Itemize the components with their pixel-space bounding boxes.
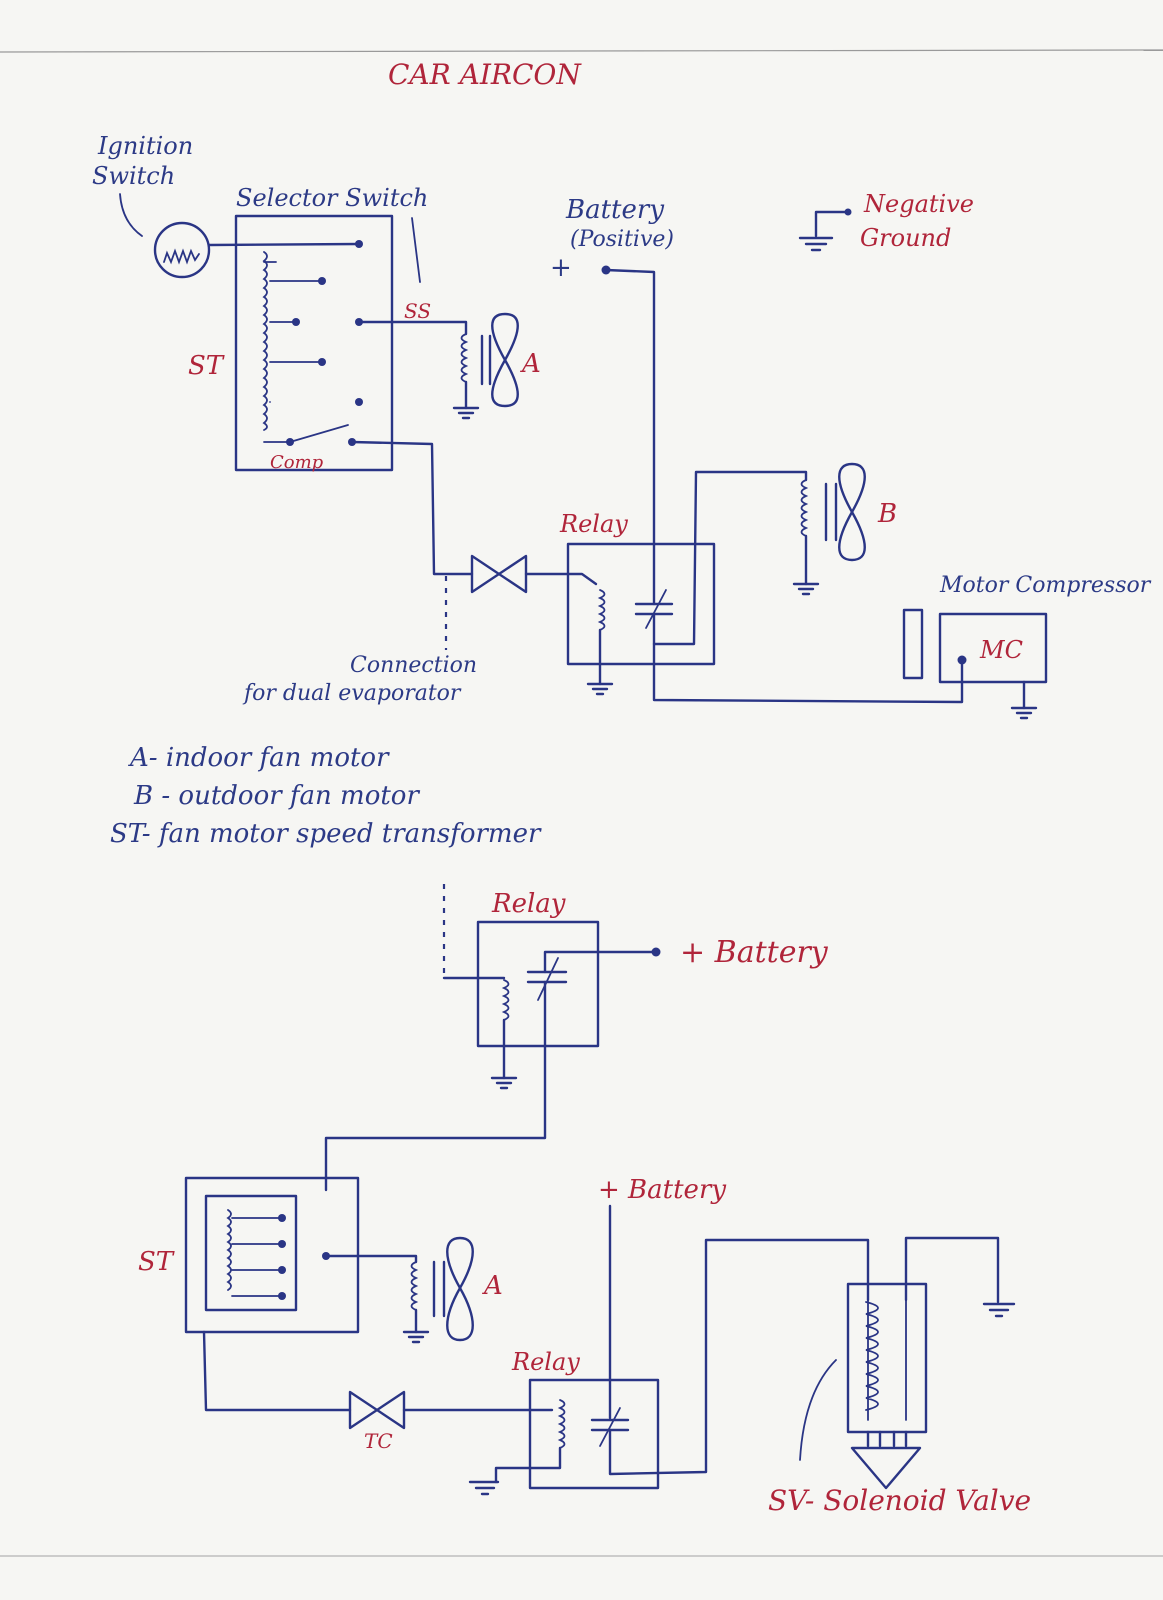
ignition-label-line2: Switch [92,162,175,190]
solenoid-valve-body [846,1282,928,1434]
sv-label: SV- Solenoid Valve [768,1484,1031,1517]
relay-box-upper [476,920,600,1048]
mc-label: MC [979,636,1023,664]
negative-ground-line2: Ground [860,224,951,252]
relay-contact-lower [590,1238,870,1476]
sv-leader-line [799,1359,837,1461]
thermostat-valve-icon-top [470,554,528,594]
relay-to-fan-b-wire [652,470,808,646]
compressor-clutch-icon [902,608,924,680]
fan-a-label-bottom: A [482,1271,503,1301]
st-label-bottom: ST [138,1247,175,1277]
legend-item-st: ST- fan motor speed transformer [110,819,542,849]
relay-contact-upper [526,950,658,1001]
st-to-fan-a-wire [324,1254,418,1264]
relay-box-top [566,542,716,666]
fan-motor-b-icon [792,462,866,596]
solenoid-to-ground-wire [904,1236,1000,1304]
page-top-edge [0,49,1163,53]
fan-a-label-top: A [520,349,541,379]
relay-box-lower [528,1378,660,1490]
selector-contacts [286,240,363,446]
battery-label-line2: (Positive) [570,227,674,252]
ss-label: SS [404,299,431,323]
valve-to-relay-wire [524,572,598,586]
legend-item-b: B - outdoor fan motor [133,781,420,811]
relay-label-top: Relay [559,510,628,538]
ground-icon-fan-a [452,380,480,420]
ground-icon-compressor [1010,680,1038,720]
relay-label-upper: Relay [491,889,566,919]
dual-evap-label-line1: Connection [350,653,477,678]
tc-label: TC [364,1429,393,1453]
speed-transformer-coil [262,251,323,443]
negative-ground-line1: Negative [863,190,974,218]
battery-to-relay-wire [604,268,656,606]
motor-compressor-box [938,612,1048,684]
relay-coil-lower [468,1399,566,1496]
st-label-top: ST [188,351,225,381]
battery-label-mid: + Battery [598,1175,726,1205]
tc-valve-icon [348,1390,406,1430]
st-box-inner [204,1194,298,1312]
ss-leader-line [411,217,421,283]
ignition-leader-line [119,193,143,237]
relay-to-compressor-wire [652,612,964,704]
ignition-switch-icon [153,221,211,279]
comp-output-wire [350,440,474,576]
comp-label: Comp [270,452,324,473]
speed-transformer-coil-bottom [226,1209,330,1300]
compressor-terminal [957,655,967,665]
relay-label-lower: Relay [511,1348,580,1376]
solenoid-coil-icon [850,1299,922,1490]
battery-label-line1: Battery [565,195,664,225]
ignition-label-line1: Ignition [97,132,193,160]
relay-to-st-wire [324,980,547,1192]
battery-terminal-upper [651,947,661,957]
selector-switch-box [234,214,394,472]
negative-ground-icon [798,208,852,252]
selector-switch-label: Selector Switch [236,184,428,212]
legend-item-a: A- indoor fan motor [128,743,390,773]
diagram-title: CAR AIRCON [388,58,582,91]
battery-plus-symbol: + [550,253,572,283]
ignition-to-selector-wire [207,242,361,247]
ss-to-fan-a-wire [357,320,468,336]
st-to-tc-wire [202,1330,352,1412]
battery-label-upper: + Battery [680,935,829,970]
ground-icon-solenoid [982,1302,1016,1318]
fan-b-label: B [877,499,897,529]
fan-motor-a-icon-bottom [402,1236,474,1344]
motor-compressor-label: Motor Compressor [939,573,1152,598]
fan-motor-a-icon [460,312,519,408]
relay-coil-top [586,589,614,696]
relay-coil-upper [490,979,518,1090]
dual-evap-label-line2: for dual evaporator [242,681,462,706]
